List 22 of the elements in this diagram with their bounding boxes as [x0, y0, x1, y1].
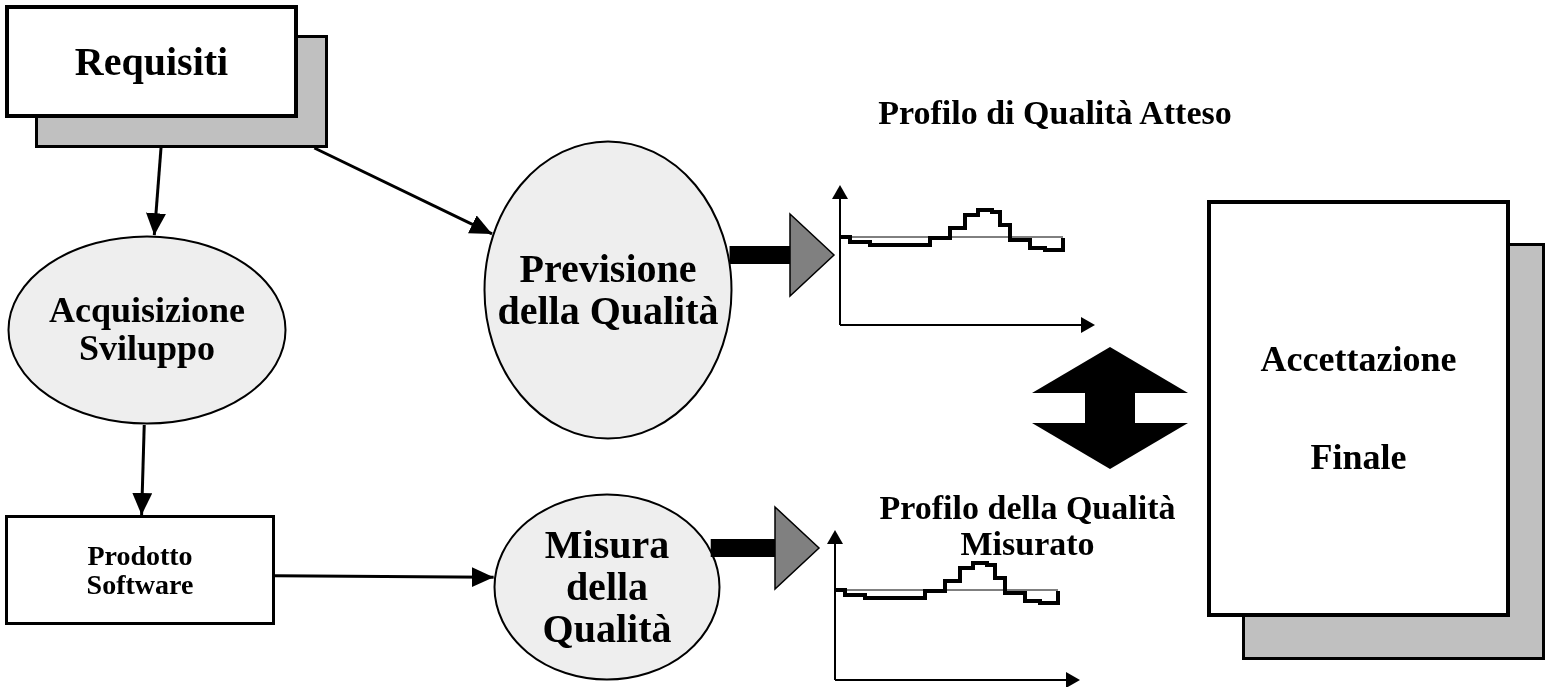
arrow [313, 146, 493, 236]
process-ellipse [493, 493, 721, 681]
node-label: Prodotto Software [85, 540, 195, 600]
arrow [132, 424, 153, 516]
node-label: Finale [1310, 438, 1407, 477]
node-label: Previsione della Qualità [496, 248, 720, 332]
arrow [146, 147, 166, 236]
block-arrow [729, 213, 835, 297]
process-box [5, 515, 275, 625]
chart-title: Profilo di Qualità Atteso [877, 95, 1233, 131]
process-ellipse [7, 235, 287, 425]
block-arrow [710, 506, 820, 590]
node-label: Accettazione [1260, 340, 1457, 379]
node-label: Misura della Qualità [541, 524, 673, 650]
node-label: Requisiti [74, 40, 229, 83]
node-label: Acquisizione Sviluppo [48, 292, 246, 368]
process-ellipse [483, 140, 733, 440]
arrow [275, 567, 494, 588]
block-arrow [1032, 347, 1188, 469]
stacked-box [1207, 200, 1545, 660]
stacked-box [5, 5, 328, 148]
chart-title: Profilo della Qualità Misurato [878, 490, 1177, 562]
